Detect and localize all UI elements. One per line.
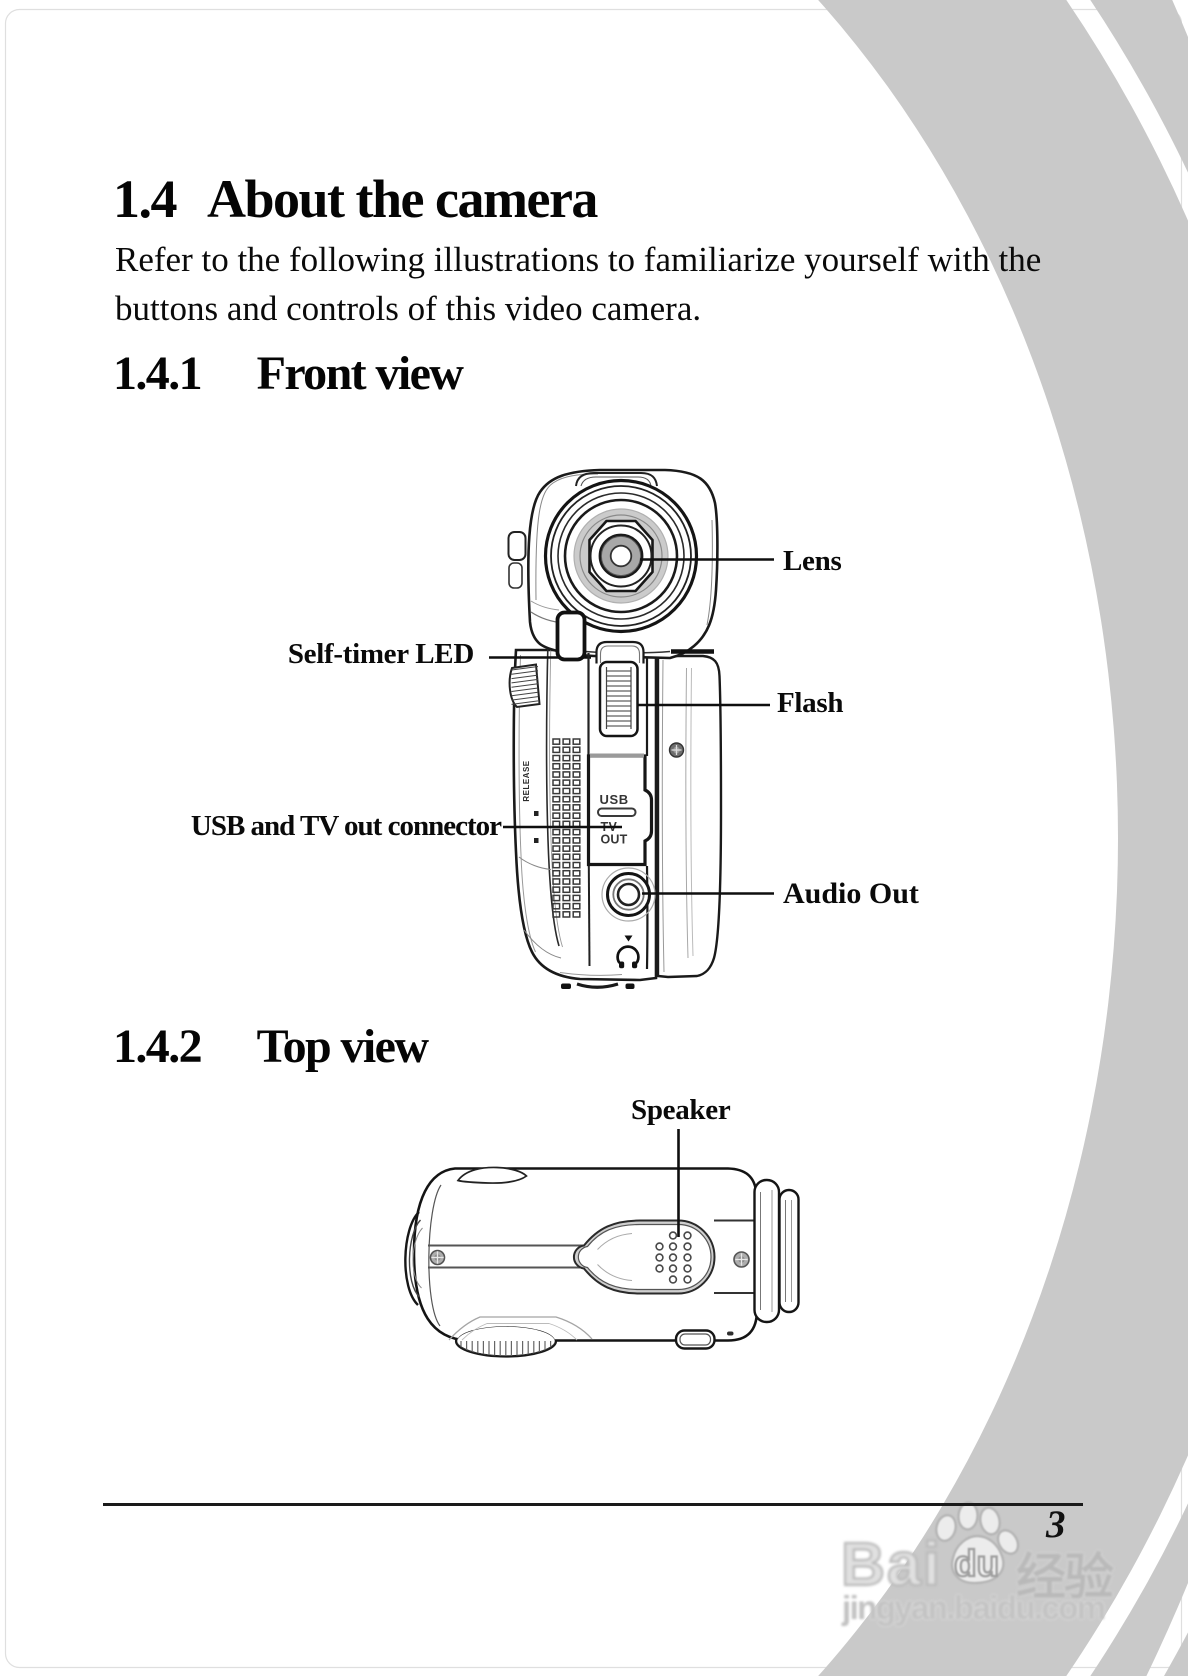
svg-text:USB: USB bbox=[600, 792, 629, 807]
svg-text:OUT: OUT bbox=[601, 833, 628, 847]
svg-text:RELEASE: RELEASE bbox=[522, 760, 531, 801]
svg-text:du: du bbox=[954, 1543, 999, 1584]
